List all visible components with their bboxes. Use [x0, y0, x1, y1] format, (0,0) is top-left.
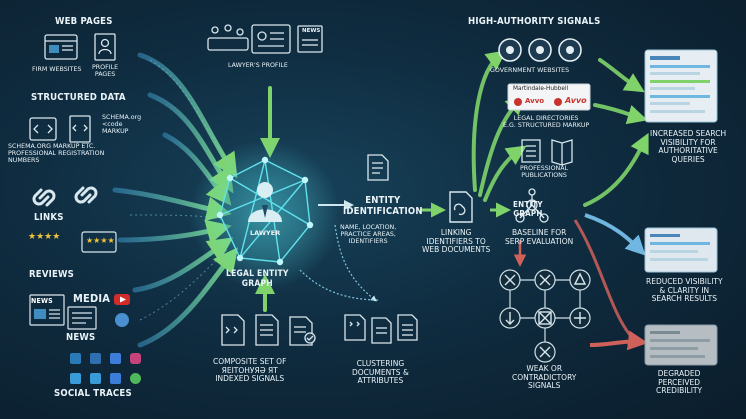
newspaper-icon — [29, 294, 97, 330]
publications-label: PROFESSIONAL PUBLICATIONS — [520, 165, 569, 180]
serp-card-up — [644, 49, 718, 123]
outcome-degraded-label: DEGRADED PERCEIVED CREDIBILITY — [656, 369, 703, 396]
composite-signals-label: COMPOSITE SET OF ЯЕITОНУЯӘ ЯТ INDEXED SI… — [213, 357, 287, 384]
reviews-label: REVIEWS — [29, 269, 75, 280]
structured-data-title: STRUCTURED DATA — [31, 92, 126, 103]
input-flow-arrows — [112, 52, 239, 348]
outcome-increased-label: INCREASED SEARCH VISIBILITY FOR AUTHORIT… — [650, 129, 727, 164]
indexed-docs-icons — [221, 314, 316, 346]
social-icons — [70, 353, 141, 384]
directory-badge-left: Avvo — [525, 97, 545, 105]
code-icon — [29, 115, 91, 143]
lawyer-node-label: LAWYER — [250, 229, 281, 237]
entity-graph-sub: BASELINE FOR SERP EVALUATION — [505, 228, 574, 246]
media-label: MEDIA — [73, 292, 111, 305]
link-icon — [32, 186, 98, 207]
directory-badge-top: Martindale-Hubbell — [513, 86, 569, 92]
link-document-icon — [449, 191, 473, 223]
links-label: LINKS — [34, 212, 64, 223]
team-icon — [207, 24, 249, 51]
news-badge: NEWS — [31, 297, 53, 305]
entity-identification-sub: NAME, LOCATION, PRACTICE AREAS, IDENTIFI… — [340, 224, 397, 246]
cluster-docs-icons — [344, 314, 418, 344]
star-rating-icon — [81, 231, 117, 253]
structured-desc-label: SCHEMA.ORG MARKUP ETC. PROFESSIONAL REGI… — [8, 143, 105, 165]
star-rating-2: ★★★★ — [86, 236, 115, 245]
directory-badge-right: Avvo — [565, 96, 587, 105]
clustering-label: CLUSTERING DOCUMENTS & ATTRIBUTES — [352, 359, 409, 386]
firm-websites-label: FIRM WEBSITES — [32, 66, 82, 73]
lawyer-avatar-icon — [248, 182, 282, 222]
serp-card-down — [644, 324, 718, 366]
star-rating-1: ★★★★ — [28, 232, 61, 242]
document-icon — [367, 154, 389, 181]
book-icon — [521, 139, 573, 166]
entity-graph-icon — [515, 188, 549, 223]
schema-markup-label: SCHEMA.org <code MARKUP — [102, 114, 142, 136]
legal-entity-graph-label: LEGAL ENTITY GRAPH — [226, 269, 289, 289]
entity-graph-title: ENTITY GRAPH — [513, 200, 543, 219]
profile-pages-label: PROFILE PAGES — [92, 64, 119, 79]
browser-icon — [44, 34, 78, 60]
news-label: NEWS — [66, 332, 96, 343]
lawyers-profile-label: LAWYER'S PROFILE — [228, 62, 288, 69]
government-websites-label: GOVERNMENT WEBSITES — [490, 67, 570, 74]
serp-card-mid — [644, 227, 718, 273]
legal-directories-label: LEGAL DIRECTORIES E.G. STRUCTURED MARKUP — [503, 115, 590, 130]
outcome-reduced-label: REDUCED VISIBILITY & CLARITY IN SEARCH R… — [646, 277, 723, 304]
high-authority-title: HIGH-AUTHORITY SIGNALS — [468, 16, 601, 27]
news-doc-label: NEWS — [302, 28, 321, 34]
entity-identification-title: ENTITY IDENTIFICATION — [343, 195, 423, 217]
linking-identifiers-label: LINKING IDENTIFIERS TO WEB DOCUMENTS — [422, 228, 491, 255]
user-id-icon — [251, 24, 291, 54]
news-document-icon — [297, 25, 323, 53]
weak-signals-label: WEAK OR CONTRADICTORY SIGNALS — [512, 364, 577, 391]
web-pages-title: WEB PAGES — [55, 16, 113, 27]
profile-page-icon — [94, 33, 116, 61]
social-traces-label: SOCIAL TRACES — [54, 388, 132, 399]
